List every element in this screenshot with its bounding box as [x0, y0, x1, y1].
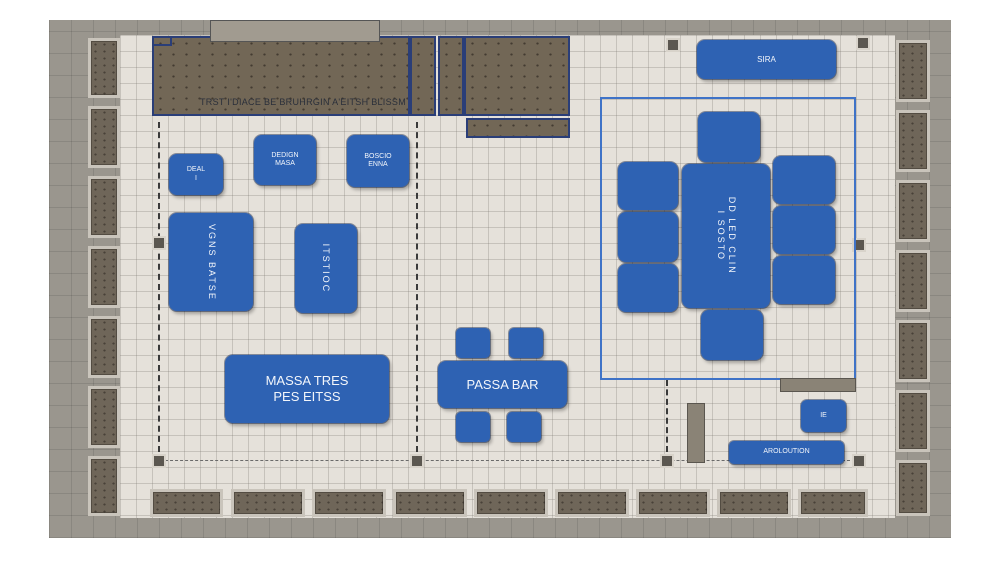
- table-decal-line-1: DEAL: [186, 166, 206, 174]
- planter-left-5: [88, 316, 120, 378]
- planter-bottom-2: [231, 489, 305, 517]
- planter-left-7: [88, 456, 120, 516]
- stool-bar-bottom-right: [507, 412, 541, 442]
- bench-vertical: [687, 403, 705, 463]
- planter-left-2: [88, 106, 120, 168]
- table-vertical-left-label: VGNS BATSE: [206, 223, 217, 301]
- building-top-wall: [210, 20, 380, 42]
- table-design-line-2: MASA: [275, 160, 295, 167]
- table-vertical-mid: ITSTIOC: [295, 224, 357, 313]
- planter-right-4: [896, 250, 930, 312]
- building-block-lower: [466, 118, 570, 138]
- planter-bottom-6: [555, 489, 629, 517]
- table-decal-line-2: I: [195, 174, 197, 182]
- stool-bar-top-right: [509, 328, 543, 358]
- planter-bottom-5: [474, 489, 548, 517]
- stool-bar-bottom-left: [456, 412, 490, 442]
- table-passa-bar: PASSA BAR: [438, 361, 567, 408]
- seat-left-2: [618, 212, 678, 262]
- room-outline: [600, 97, 856, 380]
- table-aroloution-label: AROLOUTION: [763, 448, 810, 456]
- table-central-line-2: I SOSTO: [715, 210, 726, 262]
- planter-bottom-7: [636, 489, 710, 517]
- post-2: [152, 454, 166, 468]
- table-vertical-mid-label: ITSTIOC: [321, 243, 332, 294]
- table-central: DD LED CLIN I SOSTO: [682, 164, 770, 308]
- planter-right-6: [896, 390, 930, 452]
- planter-bottom-3: [312, 489, 386, 517]
- planter-left-3: [88, 176, 120, 238]
- seat-right-3: [773, 256, 835, 304]
- post-3: [410, 454, 424, 468]
- post-4: [660, 454, 674, 468]
- table-aroloution: AROLOUTION: [729, 441, 844, 464]
- building-caption: TRST I'DIACE BE BRUHRGIN A'EITSH BLISSM: [200, 97, 407, 107]
- table-design-line-1: DEDIGN: [271, 151, 299, 159]
- seat-top: [698, 112, 760, 162]
- building-block-right: [464, 36, 570, 116]
- planter-bottom-9: [798, 489, 868, 517]
- seat-left-3: [618, 264, 678, 312]
- guide-line-3: [666, 380, 668, 452]
- seat-right-2: [773, 206, 835, 254]
- guide-line-2: [416, 122, 418, 452]
- table-passa-bar-label: PASSA BAR: [466, 376, 539, 392]
- table-massa-line-1: MASSA TRES: [265, 373, 349, 389]
- table-vertical-left: VGNS BATSE: [169, 213, 253, 311]
- post-1: [152, 236, 166, 250]
- planter-left-6: [88, 386, 120, 448]
- building-block-mid: [438, 36, 464, 116]
- seat-right-1: [773, 156, 835, 204]
- table-bosch-line-1: BOSCIO: [364, 152, 392, 160]
- post-5: [852, 454, 866, 468]
- seat-bottom: [701, 310, 763, 360]
- planter-right-7: [896, 460, 930, 516]
- planter-left-4: [88, 246, 120, 308]
- post-7: [856, 36, 870, 50]
- table-small-ie-label: IE: [820, 411, 827, 419]
- table-central-line-1: DD LED CLIN: [726, 196, 737, 276]
- stool-bar-top-left: [456, 328, 490, 358]
- building-notch: [152, 36, 172, 46]
- planter-right-2: [896, 110, 930, 172]
- table-sira: SIRA: [697, 40, 836, 79]
- seat-left-1: [618, 162, 678, 210]
- table-bosch-line-2: ENNA: [368, 161, 388, 168]
- planter-right-5: [896, 320, 930, 382]
- planter-bottom-1: [150, 489, 223, 517]
- guide-line-bottom: [160, 460, 860, 461]
- post-8: [666, 38, 680, 52]
- building-block-narrow: [410, 36, 436, 116]
- room-entry-strip: [780, 378, 856, 392]
- planter-right-1: [896, 40, 930, 102]
- planter-bottom-4: [393, 489, 467, 517]
- guide-line-1: [158, 122, 160, 452]
- building-block-main: [152, 36, 410, 116]
- table-small-ie: IE: [801, 400, 846, 432]
- table-massa-line-2: PES EITSS: [273, 389, 341, 404]
- planter-bottom-8: [717, 489, 791, 517]
- planter-right-3: [896, 180, 930, 242]
- table-sira-label: SIRA: [757, 54, 776, 64]
- planter-left-1: [88, 38, 120, 98]
